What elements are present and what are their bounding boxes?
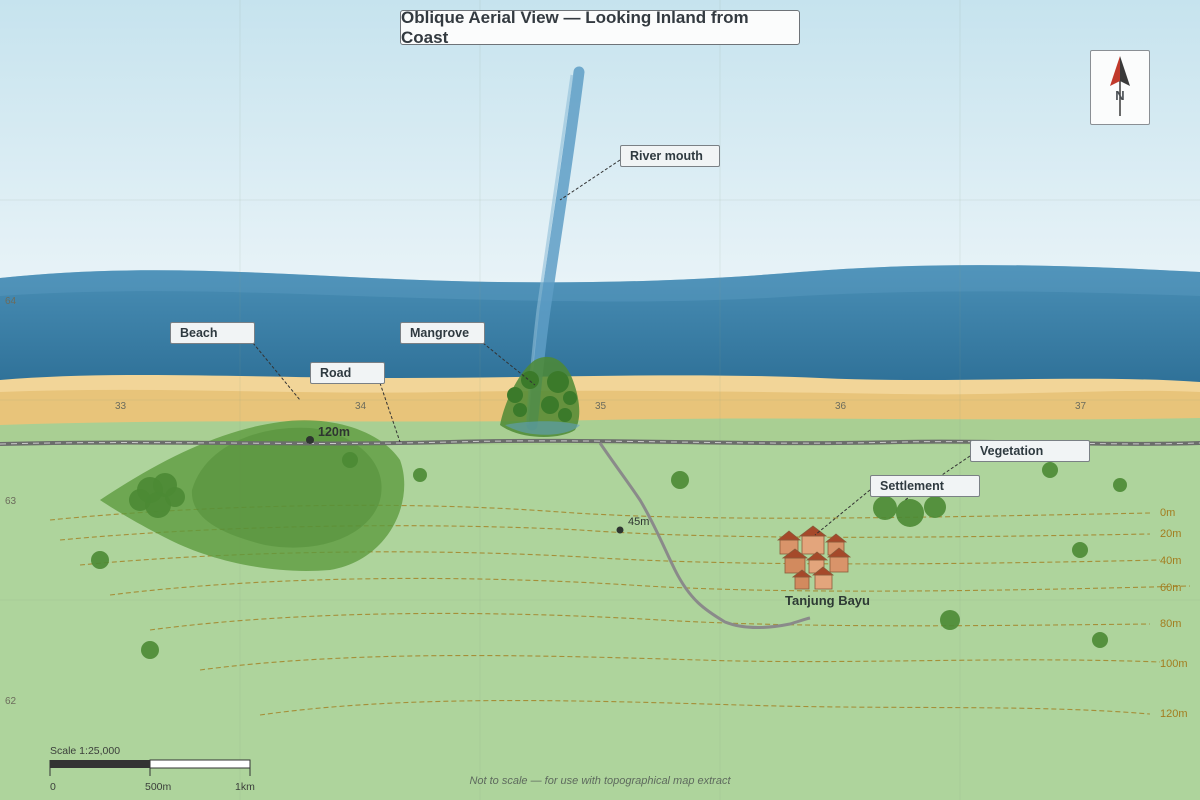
- building: [811, 566, 835, 590]
- contour-120m: [259, 699, 1151, 716]
- building: [791, 569, 813, 590]
- tree-cluster: [129, 473, 185, 518]
- sky: [0, 0, 1200, 300]
- callout-mangrove: Mangrove: [400, 322, 485, 344]
- footnote: Not to scale — for use with topographica…: [469, 775, 731, 787]
- north-label: N: [1115, 88, 1125, 103]
- grid-easting: 33: [115, 401, 127, 412]
- grid-northing: 63: [5, 496, 17, 507]
- contour-80m: [149, 612, 1151, 631]
- scale-tick-label: 500m: [145, 781, 172, 793]
- building: [781, 548, 809, 574]
- contour-40m: [79, 551, 1161, 566]
- grid-northing: 64: [5, 296, 17, 307]
- building: [805, 551, 829, 574]
- callout-settlement: Settlement: [870, 475, 980, 497]
- grid-easting: 35: [595, 401, 607, 412]
- leader-beach: [252, 342, 301, 401]
- grid-easting: 37: [1075, 401, 1087, 412]
- vegetation-area: [100, 420, 405, 571]
- callout-road: Road: [310, 362, 385, 384]
- settlement-name: Tanjung Bayu: [785, 593, 870, 608]
- north-arrow: N: [1090, 50, 1150, 125]
- spot-height-marker-45m: [616, 526, 624, 534]
- spot-height-label: 120m: [318, 425, 350, 439]
- grid-easting: 34: [355, 401, 367, 412]
- map-title: Oblique Aerial View — Looking Inland fro…: [400, 8, 800, 47]
- leader-settlement: [814, 489, 871, 536]
- callout-beach: Beach: [170, 322, 255, 344]
- vegetation-inner: [191, 427, 382, 548]
- building: [826, 547, 852, 573]
- contour-label: 80m: [1160, 618, 1182, 630]
- spot-height-label: 45m: [628, 516, 650, 528]
- contour-100m: [199, 654, 1161, 671]
- callout-vegetation: Vegetation: [970, 440, 1090, 462]
- scale-title: Scale 1:25,000: [50, 745, 121, 757]
- contour-label: 0m: [1160, 507, 1176, 519]
- inland-road: [598, 442, 811, 629]
- contour-60m: [109, 577, 1191, 596]
- contour-20m: [59, 525, 1151, 541]
- mangrove-area: [500, 356, 580, 437]
- leader-road: [379, 382, 401, 443]
- grid-easting: 36: [835, 401, 847, 412]
- contour-label: 20m: [1160, 528, 1182, 540]
- contour-label: 40m: [1160, 555, 1182, 567]
- contour-label: 100m: [1160, 658, 1188, 670]
- scale-bar: [49, 759, 251, 776]
- contour-label: 60m: [1160, 582, 1182, 594]
- leader-mangrove: [482, 342, 536, 386]
- grid-northing: 62: [5, 696, 17, 707]
- scale-tick-label: 1km: [235, 781, 255, 793]
- callout-river-mouth: River mouth: [620, 145, 720, 167]
- leader-river-mouth: [559, 159, 621, 201]
- settlement-buildings: [776, 525, 852, 590]
- sea-horizon-band: [0, 265, 1200, 302]
- contour-label: 120m: [1160, 708, 1188, 720]
- spot-height-marker-120m: [306, 436, 314, 444]
- building: [824, 533, 848, 556]
- scattered-trees: [91, 452, 1127, 659]
- sea: [0, 265, 1200, 392]
- north-arrow-icon: [1110, 56, 1130, 116]
- scale-tick-label: 0: [50, 781, 56, 793]
